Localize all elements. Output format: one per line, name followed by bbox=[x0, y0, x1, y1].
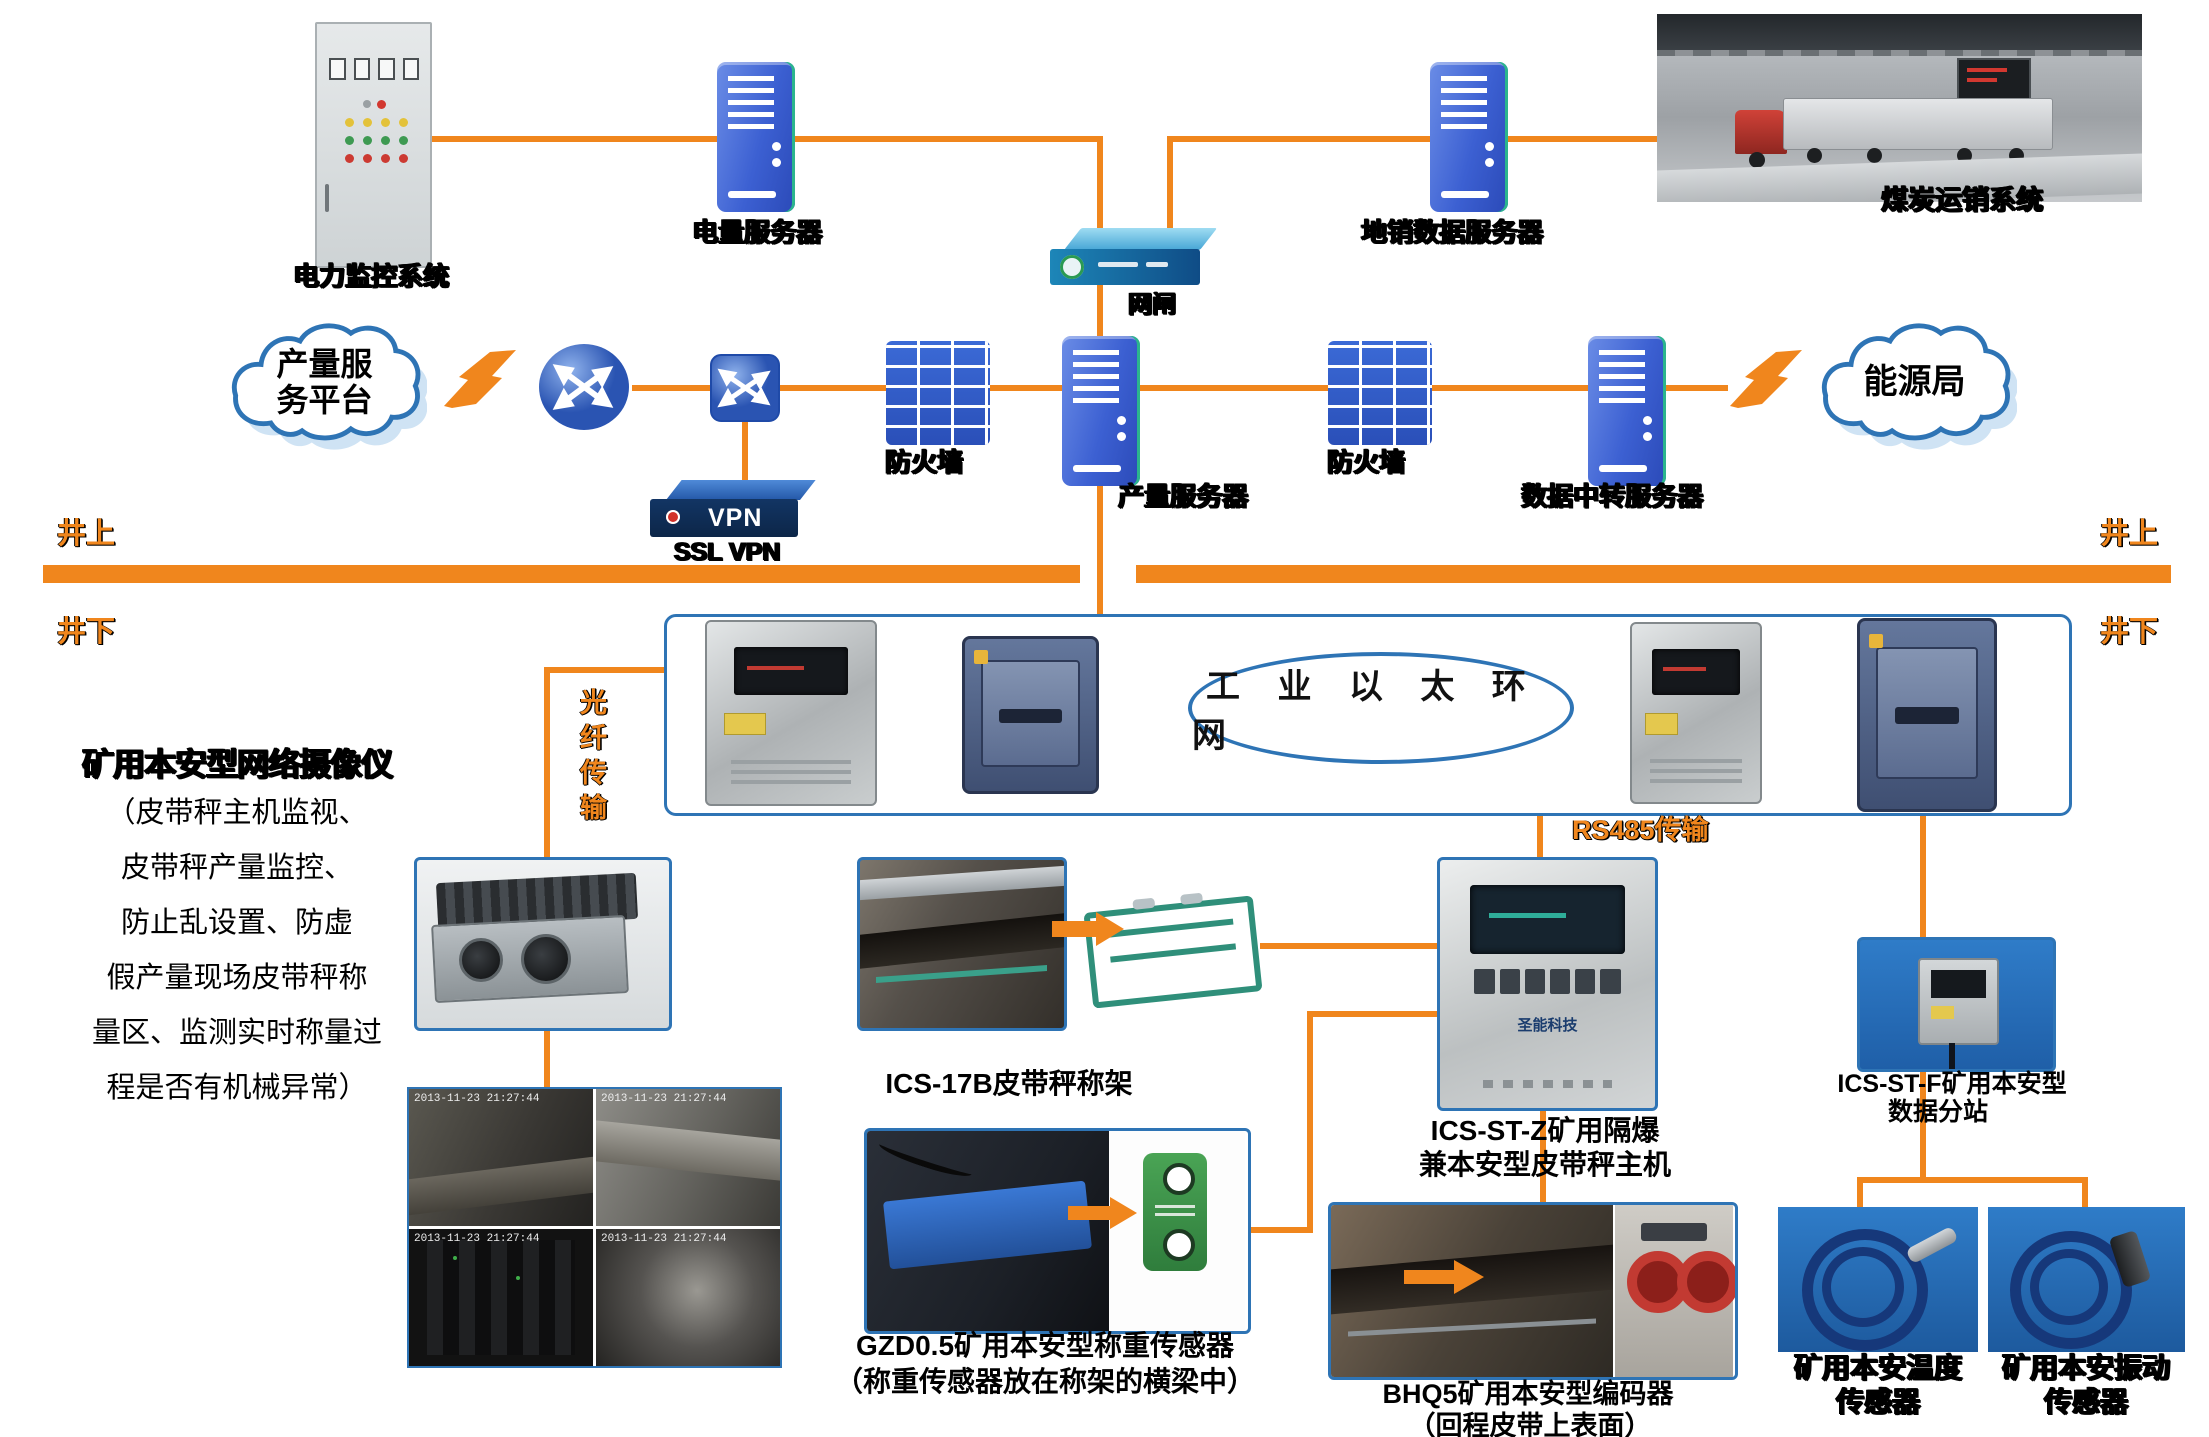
power-server bbox=[717, 62, 795, 212]
firewall-right-icon bbox=[1328, 341, 1432, 445]
mine-substation-right bbox=[1630, 622, 1762, 804]
mine-substation-left bbox=[705, 620, 877, 806]
vpn-logo-icon bbox=[666, 510, 680, 524]
icsstz-label-2: 兼本安型皮带秤主机 bbox=[1418, 1149, 1672, 1180]
firewall-left-label: 防火墙 bbox=[884, 447, 964, 477]
surface-divider-left bbox=[43, 565, 1080, 583]
sensor-connector bbox=[1905, 1225, 1959, 1265]
cctv-cam-4: 2013-11-23 21:27:44 bbox=[596, 1229, 780, 1366]
ics17b-label: ICS-17B皮带秤称架 bbox=[885, 1068, 1133, 1099]
vibration-sensor-label-1: 矿用本安振动 bbox=[2001, 1352, 2171, 1383]
production-server bbox=[1062, 336, 1140, 486]
bhq5-label-1: BHQ5矿用本安型编码器 bbox=[1382, 1379, 1674, 1409]
firewall-right-label: 防火墙 bbox=[1326, 447, 1406, 477]
surface-divider-right bbox=[1136, 565, 2171, 583]
vibration-sensor-photo bbox=[1988, 1207, 2185, 1352]
energy-bureau-cloud: 能源局 bbox=[1812, 312, 2017, 452]
coal-weighbridge-photo bbox=[1657, 14, 2142, 202]
data-relay-server-label: 数据中转服务器 bbox=[1520, 481, 1704, 511]
camera-lens-right bbox=[521, 934, 571, 984]
gateway-label: 网闸 bbox=[1128, 291, 1176, 318]
vpn-device-text: VPN bbox=[708, 504, 763, 532]
lightning-bolt-left bbox=[444, 350, 516, 408]
rs485-transmission-label: RS485传输 bbox=[1572, 815, 1709, 845]
icsstf-label-2: 数据分站 bbox=[1887, 1098, 1989, 1126]
sales-data-server bbox=[1430, 62, 1508, 212]
temp-sensor-label-1: 矿用本安温度 bbox=[1793, 1352, 1963, 1383]
zone-down-left: 井下 bbox=[57, 616, 116, 648]
bhq5-photo bbox=[1328, 1202, 1738, 1380]
camera-line-1: （皮带秤主机监视、 bbox=[106, 797, 368, 829]
cloud-right-text: 能源局 bbox=[1863, 363, 1966, 401]
brand-text: 圣能科技 bbox=[1517, 1016, 1578, 1034]
scale-frame-image bbox=[1078, 878, 1263, 1014]
icsstz-main-unit-photo: 圣能科技 bbox=[1437, 857, 1658, 1111]
cabinet-label: 电力监控系统 bbox=[292, 261, 450, 291]
switch-icon bbox=[710, 354, 780, 422]
cabinet-handle bbox=[325, 184, 329, 212]
temp-sensor-photo bbox=[1778, 1207, 1978, 1352]
flameproof-switch-right bbox=[1857, 618, 1997, 812]
cctv-cam-1: 2013-11-23 21:27:44 bbox=[409, 1089, 593, 1226]
flameproof-switch-left bbox=[962, 636, 1099, 794]
encoder-wheel-2 bbox=[1677, 1251, 1735, 1313]
data-relay-server bbox=[1588, 336, 1666, 486]
camera-description-block: 矿用本安型网络摄像仪 （皮带秤主机监视、 皮带秤产量监控、 防止乱设置、防虚 假… bbox=[64, 742, 410, 1116]
cabinet-lamps-red bbox=[345, 154, 408, 163]
firewall-left-icon bbox=[886, 341, 990, 445]
icsstf-photo bbox=[1857, 937, 2056, 1072]
gzd-sensor-photo bbox=[864, 1128, 1251, 1334]
camera-lens-left bbox=[459, 938, 503, 982]
camera-line-4: 假产量现场皮带秤称 bbox=[106, 962, 368, 994]
zone-up-right: 井上 bbox=[2100, 518, 2159, 550]
cabinet-windows bbox=[329, 58, 419, 80]
cabinet-lamps-yellow bbox=[345, 118, 408, 127]
gzd-label-1: GZD0.5矿用本安型称重传感器 bbox=[855, 1330, 1235, 1361]
zone-up-left: 井上 bbox=[57, 518, 116, 550]
mine-camera-photo bbox=[414, 857, 672, 1031]
truck-cab bbox=[1735, 110, 1787, 154]
gateway-shield-icon bbox=[1060, 255, 1084, 279]
production-platform-cloud: 产量服 务平台 bbox=[222, 312, 427, 452]
lightning-bolt-right bbox=[1730, 350, 1802, 408]
cctv-quad-view: 2013-11-23 21:27:44 2013-11-23 21:27:44 … bbox=[407, 1087, 782, 1368]
vpn-device: VPN bbox=[650, 480, 816, 546]
zone-down-right: 井下 bbox=[2100, 616, 2159, 648]
s-load-cell bbox=[1143, 1153, 1207, 1271]
cctv-cam-2: 2013-11-23 21:27:44 bbox=[596, 1089, 780, 1226]
camera-line-6: 程是否有机械异常） bbox=[106, 1072, 368, 1104]
cctv-cam-3: 2013-11-23 21:27:44 bbox=[409, 1229, 593, 1366]
camera-line-5: 量区、监测实时称量过 bbox=[91, 1017, 382, 1049]
network-gate-device bbox=[1050, 228, 1218, 290]
camera-title: 矿用本安型网络摄像仪 bbox=[81, 746, 393, 782]
router-icon bbox=[538, 342, 630, 432]
industrial-ethernet-ring: 工 业 以 太 环 网 bbox=[1188, 652, 1574, 764]
cloud-left-text: 产量服 务平台 bbox=[276, 346, 373, 418]
temp-sensor-label-2: 传感器 bbox=[1835, 1386, 1921, 1417]
vibration-sensor-label-2: 传感器 bbox=[2043, 1386, 2129, 1417]
fiber-transmission-label: 光纤传输 bbox=[576, 688, 606, 828]
camera-line-3: 防止乱设置、防虚 bbox=[120, 907, 353, 939]
cabinet-lamps-green bbox=[345, 136, 408, 145]
coal-system-label: 煤炭运销系统 bbox=[1881, 185, 2043, 215]
camera-line-2: 皮带秤产量监控、 bbox=[120, 852, 353, 884]
ics17b-photo bbox=[857, 857, 1067, 1031]
production-server-label: 产量服务器 bbox=[1118, 481, 1249, 511]
sales-data-server-label: 地销数据服务器 bbox=[1360, 217, 1544, 247]
truck-trailer bbox=[1783, 98, 2053, 150]
bhq5-label-2: （回程皮带上表面） bbox=[1408, 1411, 1652, 1437]
power-server-label: 电量服务器 bbox=[691, 217, 823, 247]
vpn-label: SSL VPN bbox=[673, 538, 781, 566]
power-monitoring-cabinet bbox=[315, 22, 432, 268]
gzd-label-2: （称重传感器放在称架的横梁中） bbox=[834, 1366, 1256, 1397]
